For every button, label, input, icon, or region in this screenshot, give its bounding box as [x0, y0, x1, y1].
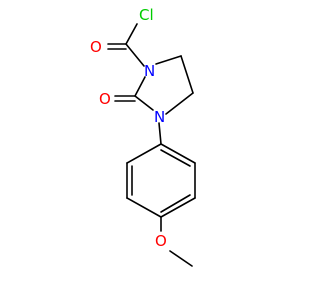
bond-c-cl	[125, 23, 138, 45]
phenyl-inner-1	[160, 149, 191, 167]
atom-o-acyl: O	[90, 38, 102, 56]
bond-c4-n3	[165, 92, 194, 115]
phenyl-bond-4	[126, 197, 162, 218]
molecule-svg: Cl O N O N O	[90, 6, 196, 267]
bond-oether-ch3	[169, 250, 193, 267]
bond-c-n1	[125, 43, 145, 67]
atom-labels: Cl O N O N O	[90, 6, 167, 250]
phenyl-bond-6	[126, 143, 162, 164]
phenyl-bond-3	[160, 197, 196, 218]
phenyl-inner-2	[160, 194, 191, 213]
bond-c5-c4	[180, 55, 194, 94]
bond-n3-phenyl	[158, 122, 162, 145]
bonds	[107, 23, 196, 267]
atom-n3: N	[154, 108, 165, 126]
atom-o-ring: O	[99, 90, 111, 108]
bond-n3-c2	[134, 95, 154, 111]
structure-diagram: Cl O N O N O	[90, 6, 196, 267]
atom-n1: N	[144, 62, 155, 80]
phenyl-bond-1	[160, 143, 196, 164]
bond-n1-c5	[155, 55, 182, 65]
atom-cl: Cl	[139, 6, 154, 24]
bond-c2-n1	[134, 76, 146, 97]
atom-o-ether: O	[155, 232, 167, 250]
